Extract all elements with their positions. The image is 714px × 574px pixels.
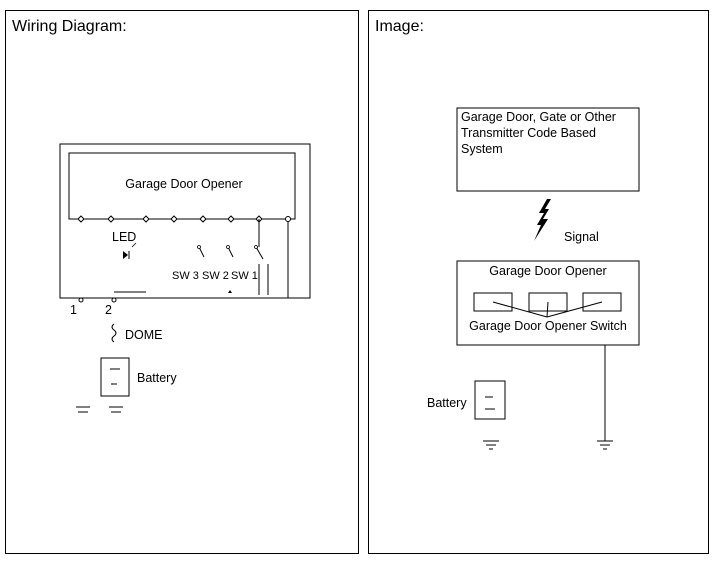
bus-node xyxy=(107,215,115,223)
terminal-1-label: 1 xyxy=(70,303,77,317)
led-label: LED xyxy=(112,230,136,244)
switch-contact xyxy=(197,245,201,249)
module-outline xyxy=(59,143,311,299)
bus-node xyxy=(77,215,85,223)
opener-box xyxy=(456,260,640,346)
opener-box xyxy=(68,152,296,220)
ground-symbol-battery xyxy=(483,440,499,450)
switch-leader xyxy=(546,301,603,318)
wiring-diagram-panel: Wiring Diagram: Garage Door Opener LED xyxy=(5,10,359,554)
ground-symbol-right xyxy=(597,440,613,450)
switch-group xyxy=(198,219,289,298)
bus-nodes xyxy=(77,215,263,223)
switch-contact xyxy=(254,245,258,249)
battery-label: Battery xyxy=(427,396,467,410)
switch-contact xyxy=(226,245,230,249)
transmitter-line-1: Garage Door, Gate or Other xyxy=(461,110,616,124)
led-diode-icon xyxy=(123,251,128,259)
switch-2-label: SW 2 xyxy=(202,270,229,282)
terminal-2-label: 2 xyxy=(105,303,112,317)
signal-label: Signal xyxy=(564,230,599,244)
battery-icon xyxy=(100,357,130,397)
led-ray xyxy=(131,242,137,248)
image-panel-svg: Garage Door, Gate or Other Transmitter C… xyxy=(427,107,640,450)
bus-node xyxy=(199,215,207,223)
switch-1-label: SW 1 xyxy=(231,270,258,282)
switch-button-left xyxy=(473,292,513,312)
terminal-1 xyxy=(78,297,84,303)
switch-label: Garage Door Opener Switch xyxy=(469,319,627,333)
opener-label: Garage Door Opener xyxy=(125,177,242,191)
opener-label: Garage Door Opener xyxy=(489,264,606,278)
signal-lightning-icon xyxy=(534,199,551,241)
bus-terminal xyxy=(285,216,291,222)
transmitter-line-2: Transmitter Code Based xyxy=(461,126,596,140)
switch-leaders xyxy=(492,301,603,318)
battery-icon xyxy=(474,380,506,420)
dome-light-icon xyxy=(111,323,117,343)
switch-button-middle xyxy=(528,292,568,312)
terminal-2 xyxy=(111,297,117,303)
dome-label: DOME xyxy=(125,328,163,342)
switch-button-right xyxy=(582,292,622,312)
switch-3-label: SW 3 xyxy=(172,270,199,282)
bus-node xyxy=(142,215,150,223)
ground-symbols xyxy=(76,406,123,413)
bus-node xyxy=(170,215,178,223)
wiring-diagram-title: Wiring Diagram: xyxy=(12,18,127,35)
transmitter-line-3: System xyxy=(461,142,503,156)
image-panel: Image: Garage Door, Gate or Other Transm… xyxy=(368,10,709,554)
battery-label: Battery xyxy=(137,371,177,385)
image-panel-title: Image: xyxy=(375,18,424,35)
switch-leader xyxy=(546,301,549,318)
switch-leader xyxy=(492,301,548,318)
wiring-diagram-svg: Garage Door Opener LED xyxy=(59,143,311,413)
switch-marker xyxy=(228,290,232,293)
bus-node xyxy=(227,215,235,223)
switch-1-blade xyxy=(255,246,264,260)
transmitter-box xyxy=(456,107,640,192)
